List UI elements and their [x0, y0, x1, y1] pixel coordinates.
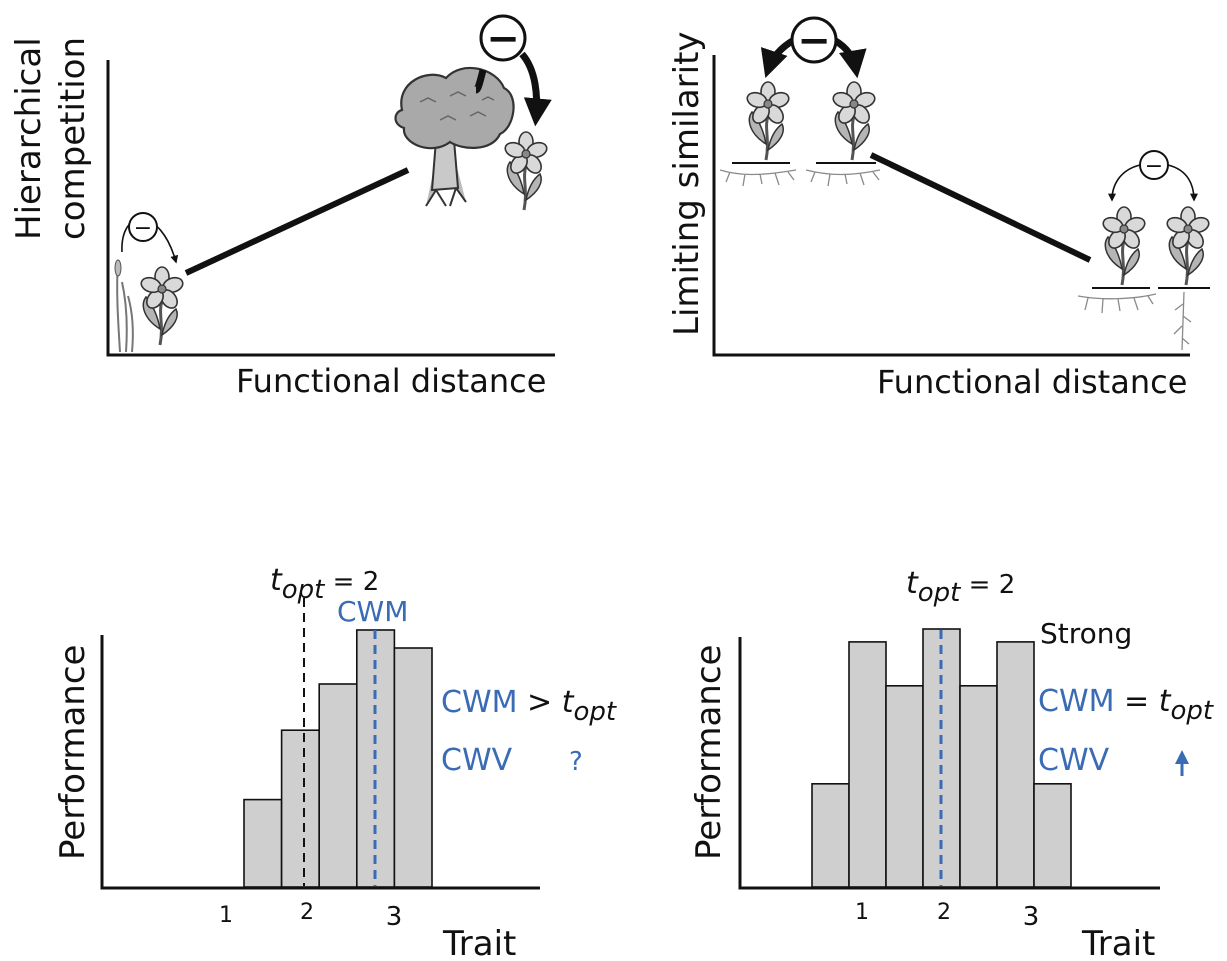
minus-sign-icon-small — [128, 212, 158, 242]
minus-sign-icon-small-right — [1139, 150, 1169, 180]
axes-top-right — [712, 55, 1190, 357]
topt-label-bottom-left: topt = 2 — [270, 563, 379, 605]
tick-3-bottom-left: 3 — [386, 902, 403, 932]
bar-bottom-right-1 — [811, 782, 850, 888]
up-arrow-icon — [1175, 750, 1189, 776]
tick-1-bottom-left: 1 — [219, 903, 233, 928]
flower-icon-dissimilar-2 — [1163, 205, 1213, 287]
flower-icon-similar-1 — [743, 80, 793, 162]
bar-bottom-left-3 — [318, 683, 358, 888]
cwv-label-bottom-left: CWV — [441, 743, 513, 778]
svg-text:−: − — [1145, 154, 1163, 179]
svg-text:−: − — [134, 216, 152, 241]
competition-arrow-big-left — [760, 36, 796, 78]
competition-arrow-big — [519, 51, 552, 127]
competition-line-big — [473, 69, 487, 94]
competition-arrow-small-right — [1167, 164, 1198, 202]
shallow-roots-icon — [719, 162, 881, 187]
minus-sign-icon-big — [479, 14, 527, 62]
flower-icon-dissimilar-1 — [1099, 205, 1149, 287]
axes-bottom-left — [100, 635, 540, 890]
ylabel-top-right: Limiting similarity — [667, 31, 707, 336]
competition-arrow-big-right — [832, 36, 867, 79]
trend-line-top-left — [184, 167, 410, 276]
tick-3-bottom-right: 3 — [1023, 902, 1040, 932]
ylabel-top-left-line2: competition — [53, 37, 93, 240]
cwm-comparison-bottom-left: CWM > topt — [441, 685, 617, 727]
cwm-comparison-bottom-right: CWM = topt — [1038, 684, 1214, 726]
flower-icon-similar-2 — [829, 80, 879, 162]
bar-bottom-right-5 — [959, 684, 998, 888]
trend-line-top-right — [869, 152, 1092, 263]
xlabel-top-left: Functional distance — [236, 362, 546, 400]
svg-text:−: − — [486, 16, 520, 62]
competition-arrow-small-left — [1108, 164, 1141, 202]
xlabel-bottom-left: Trait — [442, 924, 516, 961]
cwv-label-bottom-right: CWV — [1038, 743, 1110, 778]
ylabel-bottom-right: Performance — [689, 645, 729, 860]
bar-bottom-left-5 — [393, 647, 433, 888]
topt-label-bottom-right: topt = 2 — [906, 566, 1015, 608]
svg-text:−: − — [797, 18, 831, 64]
panel-top-left: Hierarchical competition Functional dist… — [9, 14, 555, 400]
strong-label: Strong — [1040, 617, 1132, 650]
panel-top-right: Limiting similarity Functional distance … — [667, 16, 1213, 401]
cwm-top-label-bottom-left: CWM — [337, 595, 408, 628]
bar-bottom-right-7 — [1033, 782, 1072, 888]
grass-icon — [114, 259, 134, 353]
bar-bottom-left-1 — [243, 798, 283, 888]
bar-bottom-left-2 — [280, 729, 321, 888]
bar-bottom-right-2 — [848, 641, 887, 888]
cwv-question-bottom-left: ? — [569, 747, 583, 777]
flower-icon-small-left — [137, 265, 187, 347]
tick-1-bottom-right: 1 — [855, 900, 869, 925]
ylabel-bottom-left: Performance — [53, 645, 93, 860]
xlabel-top-right: Functional distance — [877, 363, 1187, 401]
tick-2-bottom-right: 2 — [937, 900, 951, 925]
bar-bottom-right-6 — [996, 641, 1035, 888]
flower-icon-right-of-tree — [501, 130, 551, 212]
bar-bottom-right-3 — [885, 684, 924, 888]
bars-bottom-left — [243, 629, 433, 888]
panel-bottom-left: topt = 2 CWM Performance Trait 1 2 3 CWM… — [53, 563, 617, 961]
panel-bottom-right: topt = 2 Strong Performance Trait 1 2 3 … — [689, 566, 1214, 961]
axes-top-left — [106, 60, 555, 357]
ylabel-top-left-line1: Hierarchical — [9, 37, 49, 240]
contrasting-roots-icon — [1077, 287, 1210, 351]
axes-bottom-right — [738, 637, 1160, 890]
minus-sign-icon-big-right — [790, 16, 838, 64]
xlabel-bottom-right: Trait — [1081, 924, 1155, 961]
tree-icon — [394, 67, 515, 207]
tick-2-bottom-left: 2 — [300, 900, 314, 925]
